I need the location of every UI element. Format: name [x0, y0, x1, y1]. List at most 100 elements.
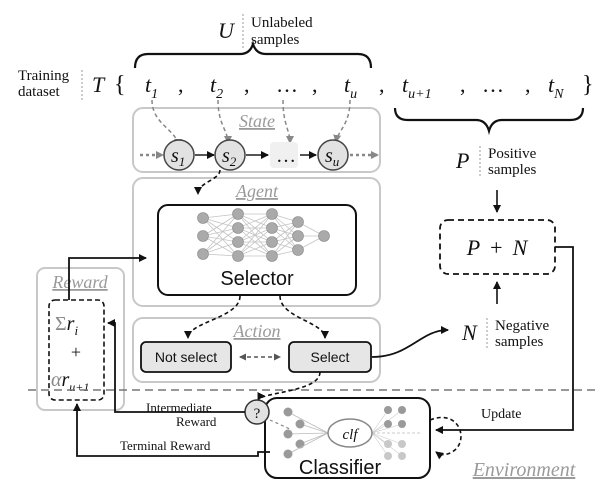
nn-edge	[237, 213, 273, 257]
reward-plus: +	[71, 342, 81, 362]
sample-to-state-link-1	[151, 99, 182, 147]
negative-caption-line1: Negative	[495, 318, 549, 334]
not-select-label: Not select	[155, 349, 217, 365]
state-title: State	[239, 111, 275, 131]
sample-to-state-link-4	[333, 99, 351, 143]
state-node-1	[163, 139, 195, 171]
dataset-item-1: t1	[145, 72, 158, 102]
classifier-label: Classifier	[299, 457, 382, 479]
select-to-query-arrow	[257, 371, 321, 401]
nn-edge	[202, 235, 239, 257]
state-to-agent-arrow	[194, 169, 221, 195]
negative-symbol: N	[461, 320, 478, 345]
clf-edge	[371, 432, 403, 457]
dataset-item-3: …	[276, 72, 298, 97]
action-panel: Action Not select Select	[132, 295, 381, 383]
nn-node	[232, 250, 244, 262]
dataset-item-5: tu+1	[402, 72, 432, 102]
dataset-separator-2: ,	[244, 72, 250, 97]
clf-output-node	[384, 420, 392, 428]
nn-edge	[202, 227, 239, 237]
clf-edge	[371, 423, 403, 434]
selector-to-select-arrow	[279, 295, 329, 339]
sample-to-state-link-3	[282, 99, 294, 144]
nn-edge	[271, 221, 299, 257]
clf-input-node	[295, 419, 305, 429]
nn-edge	[237, 227, 273, 257]
nn-node	[292, 244, 304, 256]
dataset-separator-1: ,	[178, 72, 184, 97]
dataset-separator-3: ,	[312, 72, 318, 97]
clf-edge	[299, 432, 329, 445]
nn-edge	[202, 241, 239, 255]
state-node-label-1: s1	[171, 145, 185, 169]
environment-title: Environment	[472, 459, 576, 481]
agent-panel: Agent Selector	[132, 169, 381, 307]
nn-edge	[202, 217, 239, 229]
intermediate-reward-line2: Reward	[176, 414, 217, 429]
clf-output-node	[384, 440, 392, 448]
nn-node	[266, 208, 278, 220]
not-select-button[interactable]	[140, 341, 232, 373]
classifier-box[interactable]: clf Classifier	[264, 397, 431, 479]
select-label: Select	[311, 349, 350, 365]
classifier-to-query-link	[269, 419, 293, 431]
dataset-item-6: …	[482, 72, 504, 97]
positive-samples: P Positive samples	[455, 146, 537, 178]
clf-output-node	[398, 440, 406, 448]
positive-caption-line2: samples	[488, 162, 536, 178]
nn-node	[197, 230, 209, 242]
negative-samples: N Negative samples	[461, 318, 549, 350]
clf-edge	[371, 432, 403, 445]
unlabeled-caption-line2: samples	[251, 32, 299, 48]
reward-to-selector-arrow	[68, 254, 147, 300]
nn-edge	[202, 213, 239, 237]
selector-to-not-select-arrow	[184, 295, 241, 339]
negative-caption-line2: samples	[495, 334, 543, 350]
select-to-negative-arrow	[371, 326, 449, 358]
dataset-item-4: tu	[344, 72, 357, 102]
clf-input-node	[283, 407, 293, 417]
clf-output-node	[398, 452, 406, 460]
dataset-open-brace: {	[114, 72, 126, 98]
nn-node	[232, 236, 244, 248]
clf-edge	[371, 409, 389, 434]
nn-node	[197, 248, 209, 260]
nn-node	[197, 212, 209, 224]
dataset-label-line2: dataset	[18, 84, 60, 100]
dataset-separator-5: ,	[460, 72, 466, 97]
nn-node	[266, 236, 278, 248]
select-button[interactable]	[288, 341, 372, 373]
terminal-reward-label: Terminal Reward	[120, 438, 211, 453]
state-nodes: s1 s2 … su	[163, 139, 349, 171]
nn-edge	[237, 213, 273, 243]
state-node-label-2: s2	[222, 145, 237, 169]
nn-edge	[202, 235, 239, 243]
clf-input-node	[283, 429, 293, 439]
labeled-brace	[393, 107, 585, 136]
dataset-label-line1: Training	[18, 68, 70, 84]
nn-edge	[202, 213, 239, 219]
nn-node	[318, 230, 330, 242]
unlabeled-header: U Unlabeled samples	[218, 14, 313, 48]
reward-formula-box	[48, 299, 105, 401]
classifier-network-icon	[283, 406, 420, 460]
nn-node	[292, 216, 304, 228]
unlabeled-brace	[133, 40, 373, 69]
nn-edge	[202, 227, 239, 255]
selector-network-icon	[197, 208, 330, 262]
reward-query-symbol: ?	[254, 406, 261, 422]
action-title: Action	[233, 321, 281, 341]
clf-edge	[287, 411, 329, 434]
state-node-label-3: …	[276, 145, 296, 167]
clf-output-node	[398, 406, 406, 414]
classifier-update-loop	[429, 416, 462, 460]
state-node-label-4: su	[325, 145, 340, 169]
nn-node	[266, 250, 278, 262]
dataset-item-2: t2	[210, 72, 223, 102]
state-node-ellipsis-bg	[270, 142, 298, 168]
reward-panel: Reward Σri + αru+1	[36, 267, 125, 411]
combined-to-classifier-arrow	[435, 246, 574, 434]
